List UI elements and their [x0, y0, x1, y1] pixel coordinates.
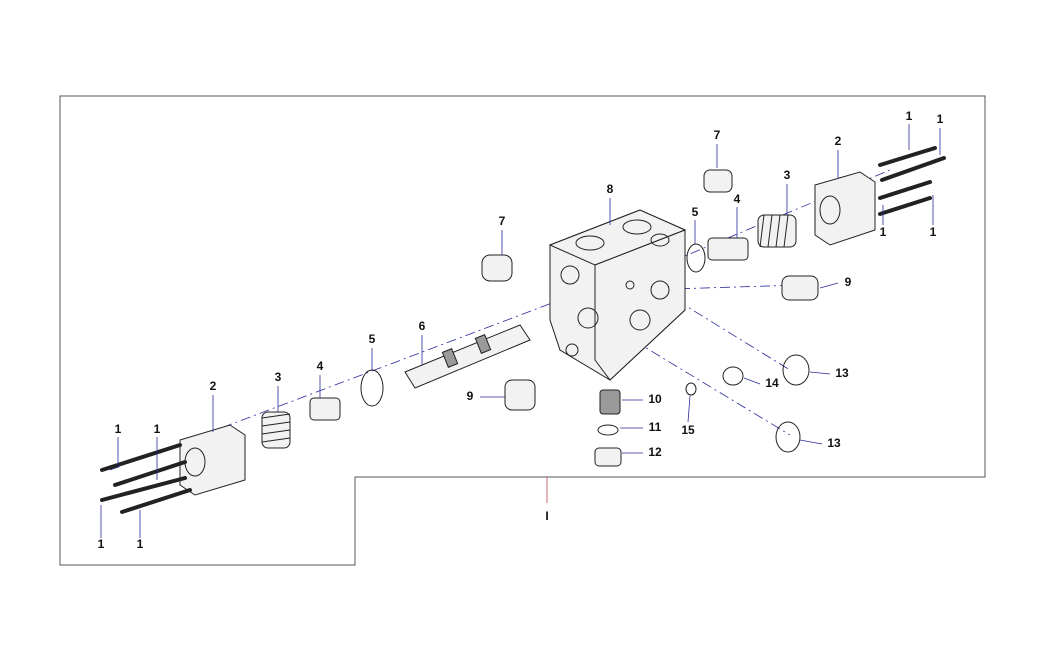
o-ring-15: [685, 382, 697, 396]
callout-1: 1: [937, 112, 944, 126]
callout-1: 1: [137, 537, 144, 551]
callout-7: 7: [714, 128, 721, 142]
plug-9-left: [504, 379, 536, 411]
assembly-label: I: [545, 509, 548, 523]
callout-3: 3: [275, 370, 282, 384]
callout-1: 1: [930, 225, 937, 239]
o-ring-13a: [782, 354, 810, 386]
o-ring-13b: [775, 421, 801, 453]
callout-5: 5: [369, 332, 376, 346]
spool: [404, 324, 531, 389]
o-ring-14: [722, 366, 744, 386]
callout-5: 5: [692, 205, 699, 219]
callout-1: 1: [115, 422, 122, 436]
washer-11: [597, 424, 619, 436]
assembly-frame: [59, 95, 986, 566]
end-cap-left: [179, 424, 246, 496]
callout-15: 15: [681, 423, 695, 437]
callout-13: 13: [827, 436, 841, 450]
callout-1: 1: [154, 422, 161, 436]
callout-9: 9: [845, 275, 852, 289]
callout-2: 2: [835, 134, 842, 148]
plug-12: [594, 447, 622, 467]
callout-11: 11: [649, 420, 662, 434]
callout-labels: 1 1 1 1 1 1 1 1 2 2 3 3 4 4 5 5 6 7 7 8 …: [98, 109, 944, 551]
leader-lines: [100, 124, 941, 538]
callout-9: 9: [467, 389, 474, 403]
bolts-left: [100, 443, 192, 514]
valve-body: [548, 209, 687, 381]
callout-2: 2: [210, 379, 217, 393]
spring-seat-right: [707, 237, 749, 261]
bolts-right: [878, 146, 946, 216]
o-ring-left: [360, 369, 384, 407]
callout-13: 13: [835, 366, 849, 380]
callout-8: 8: [607, 182, 614, 196]
callout-7: 7: [499, 214, 506, 228]
spring-seat-left: [309, 397, 341, 421]
callout-1: 1: [98, 537, 105, 551]
spring-right: [757, 214, 797, 248]
callout-1: 1: [880, 225, 887, 239]
callout-6: 6: [419, 319, 426, 333]
plug-7-right: [703, 169, 733, 193]
callout-3: 3: [784, 168, 791, 182]
callout-12: 12: [648, 445, 662, 459]
end-cap-right: [814, 171, 876, 246]
callout-14: 14: [765, 376, 779, 390]
o-ring-right: [686, 243, 706, 273]
callout-4: 4: [317, 359, 324, 373]
callout-1: 1: [906, 109, 913, 123]
plug-7-left: [481, 254, 513, 282]
valve-10: [599, 389, 621, 415]
spring-left: [261, 411, 291, 449]
callout-4: 4: [734, 192, 741, 206]
plug-9-right: [781, 275, 819, 301]
callout-10: 10: [648, 392, 662, 406]
